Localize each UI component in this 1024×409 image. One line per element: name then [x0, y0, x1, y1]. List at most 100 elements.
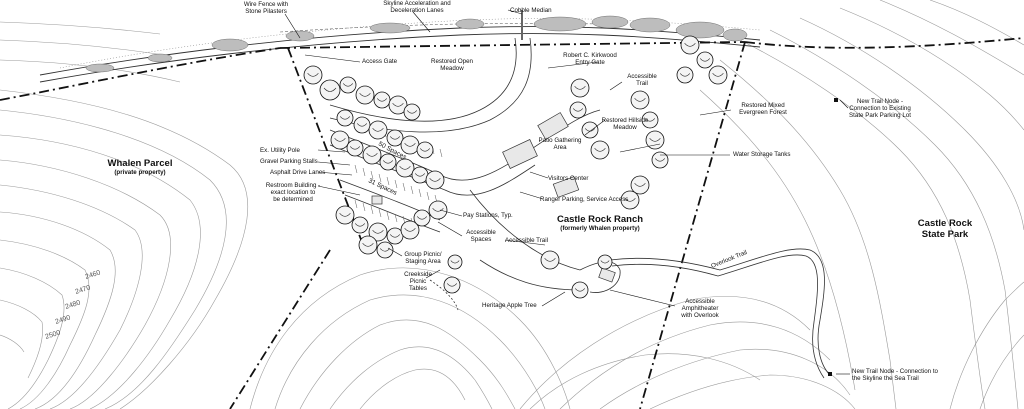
callout-utility-pole: Ex. Utility Pole	[260, 147, 300, 154]
contour-label: 2480	[64, 299, 81, 311]
tree-symbol	[413, 209, 431, 227]
tree-symbol	[388, 95, 408, 115]
tree-symbol	[676, 66, 694, 84]
tree-symbol	[355, 85, 375, 105]
tree-symbol	[339, 76, 357, 94]
tree-symbol	[330, 130, 350, 150]
tree-canopy-mark	[399, 166, 411, 170]
tree-canopy-mark	[416, 216, 428, 220]
tree-symbol	[358, 235, 378, 255]
tree-canopy-mark	[307, 73, 319, 77]
contour-label: 2490	[54, 314, 71, 326]
callout-group-picnic: Group Picnic/Staging Area	[404, 251, 442, 265]
tree-symbol	[395, 158, 415, 178]
tree-canopy-mark	[376, 98, 388, 102]
overlook-trail-label: Overlook Trail	[710, 249, 748, 270]
tree-symbol	[376, 241, 394, 259]
tree-symbol	[373, 91, 391, 109]
tree-canopy-mark	[419, 148, 431, 152]
tree-canopy-mark	[414, 173, 426, 177]
tree-symbol	[645, 130, 665, 150]
tree-canopy-mark	[392, 103, 404, 107]
tree-symbol	[362, 145, 382, 165]
tree-canopy-mark	[429, 178, 441, 182]
tree-canopy-mark	[634, 98, 646, 102]
tree-canopy-mark	[624, 198, 636, 202]
park-name-line: Castle Rock	[917, 218, 973, 229]
tree-symbol	[569, 101, 587, 119]
state-park-label: Castle Rock State Park	[905, 218, 985, 240]
tree-canopy-mark	[404, 143, 416, 147]
tree-symbol	[447, 254, 463, 270]
tree-symbol	[386, 227, 404, 245]
tree-canopy-mark	[654, 158, 666, 162]
callout-leader-lines	[284, 9, 850, 375]
tree-canopy-mark	[450, 260, 460, 264]
whalen-parcel-label: Whalen Parcel (private property)	[100, 158, 180, 176]
parcel-name: Whalen Parcel	[107, 158, 173, 169]
tree-symbol	[597, 254, 613, 270]
tree-canopy-mark	[699, 58, 711, 62]
tree-symbol	[696, 51, 714, 69]
tree-symbol	[540, 250, 560, 270]
callout-water-tanks: Water Storage Tanks	[733, 151, 791, 158]
tree-symbol	[570, 78, 590, 98]
tree-symbol	[411, 166, 429, 184]
parcel-note: (formerly Whalen property)	[560, 225, 640, 232]
tree-canopy-mark	[382, 160, 394, 164]
tree-symbol	[630, 175, 650, 195]
tree-symbol	[379, 153, 397, 171]
callout-pay-stations: Pay Stations, Typ.	[463, 212, 513, 219]
tree-canopy-mark	[372, 230, 384, 234]
parking-count-lower: 31 Spaces	[367, 177, 398, 197]
tree-symbol	[353, 116, 371, 134]
tree-symbol	[319, 79, 341, 101]
tree-canopy-mark	[544, 258, 556, 262]
tree-canopy-mark	[359, 93, 371, 97]
castle-rock-ranch-label: Castle Rock Ranch (formerly Whalen prope…	[555, 214, 645, 232]
tree-canopy-mark	[354, 223, 366, 227]
tree-canopy-mark	[572, 108, 584, 112]
tree-symbol	[335, 205, 355, 225]
contour-label: 2500	[44, 329, 61, 341]
tree-canopy-mark	[362, 243, 374, 247]
tree-canopy-mark	[574, 288, 586, 292]
tree-symbol	[336, 109, 354, 127]
tree-canopy-mark	[366, 153, 378, 157]
tree-canopy-mark	[644, 118, 656, 122]
tree-canopy-mark	[404, 228, 416, 232]
tree-canopy-mark	[379, 248, 391, 252]
contour-label: 2470	[74, 284, 91, 296]
tree-symbol	[443, 276, 461, 294]
callout-visitors-center: Visitors Center	[548, 175, 589, 182]
tree-canopy-mark	[594, 148, 606, 152]
tree-symbol	[403, 103, 421, 121]
tree-symbol	[630, 90, 650, 110]
tree-symbol	[425, 170, 445, 190]
tree-symbol	[386, 129, 404, 147]
tree-symbol	[416, 141, 434, 159]
tree-canopy-mark	[339, 213, 351, 217]
tree-symbol	[641, 111, 659, 129]
tree-canopy-mark	[389, 136, 401, 140]
tree-symbol	[400, 220, 420, 240]
callout-heritage-apple: Heritage Apple Tree	[482, 302, 537, 309]
tree-canopy-mark	[356, 123, 368, 127]
tree-symbol	[571, 281, 589, 299]
